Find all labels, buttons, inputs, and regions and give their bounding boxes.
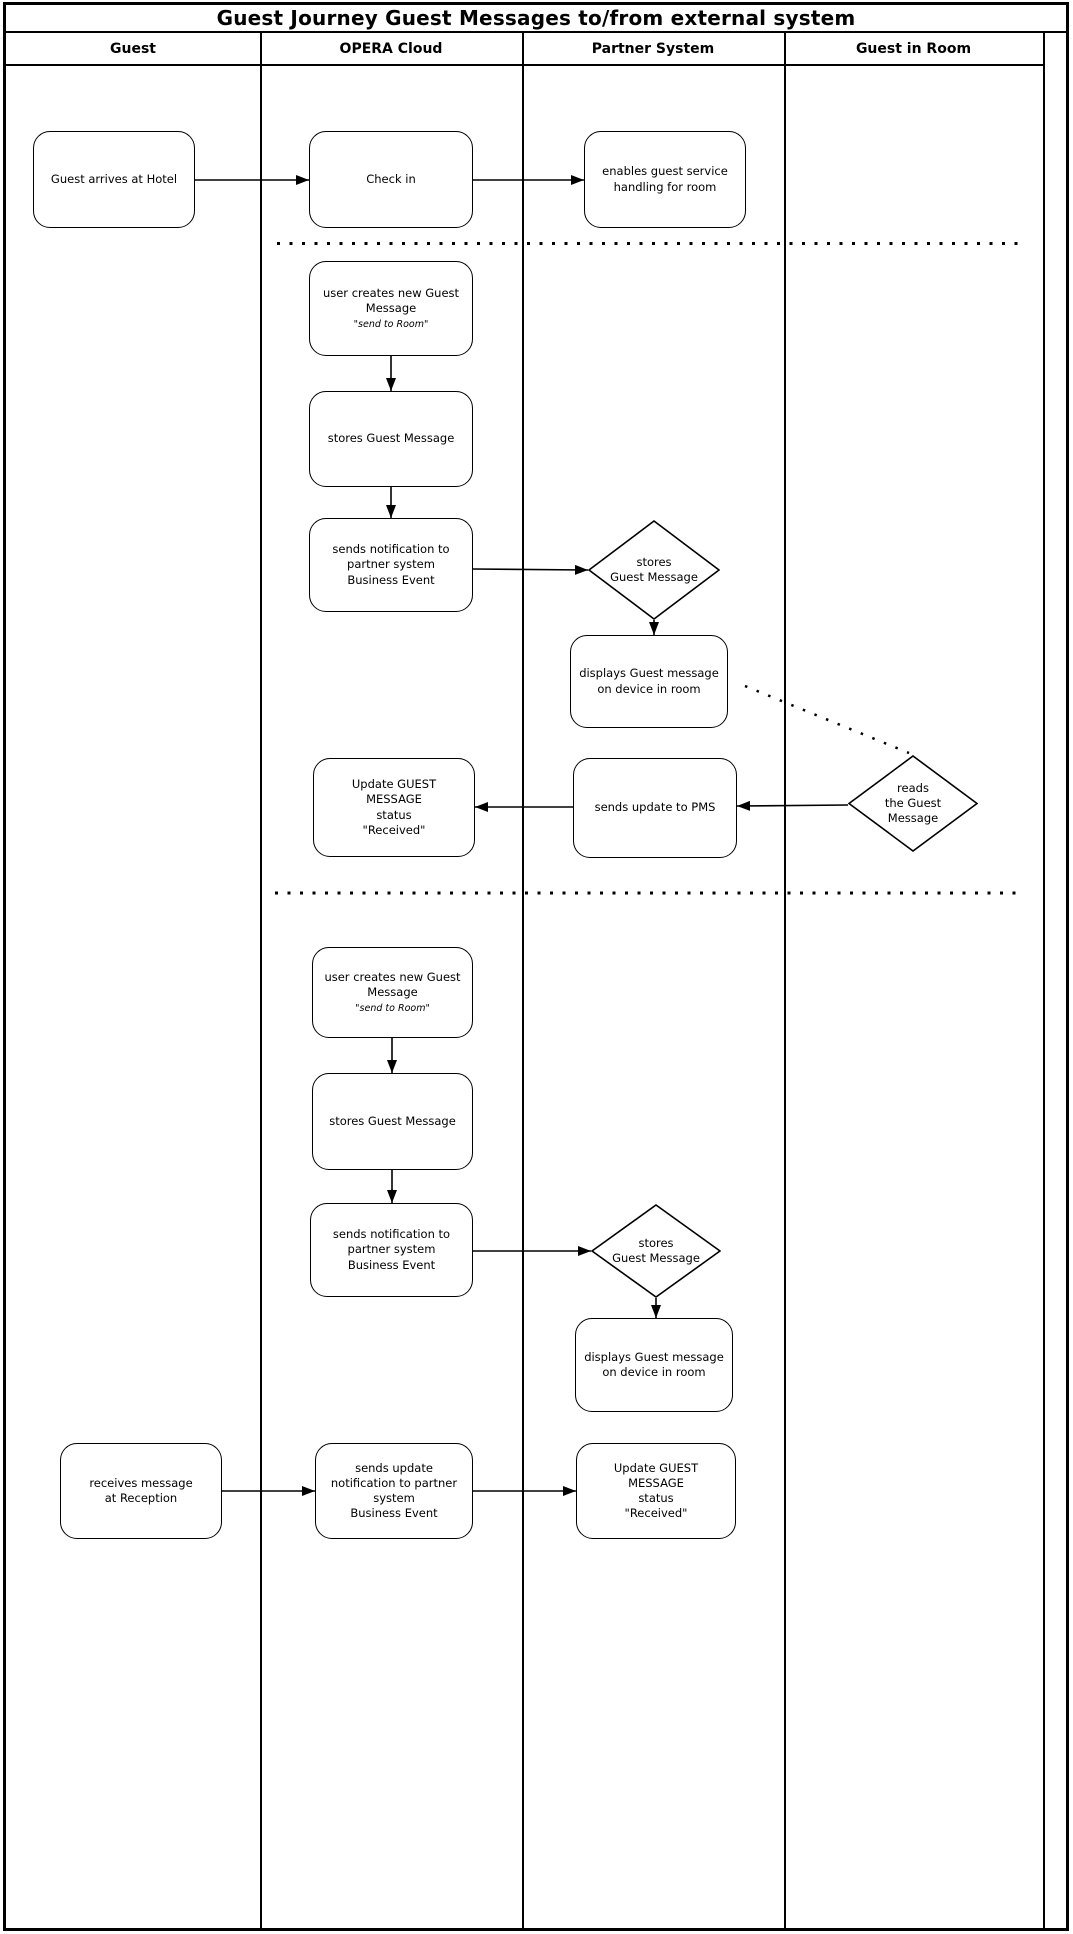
node-receives-at-reception: receives message at Reception (60, 1443, 222, 1539)
diamond-shape (588, 520, 720, 620)
node-partner-stores-message-1: stores Guest Message (588, 520, 720, 620)
dotted-link-display-to-reads (744, 684, 910, 755)
diagram-title: Guest Journey Guest Messages to/from ext… (216, 5, 856, 30)
node-label: stores Guest Message (612, 1235, 700, 1265)
title-separator-line (4, 31, 1068, 33)
lane-header-opera-cloud: OPERA Cloud (339, 40, 443, 57)
node-create-message-1: user creates new Guest Message "send to … (309, 261, 473, 356)
node-label: sends notification to partner system Bus… (332, 1227, 451, 1272)
node-enables-service: enables guest service handling for room (584, 131, 746, 228)
lane-line-right-margin (1043, 31, 1045, 1928)
lane-line-guest-opera (260, 31, 262, 1928)
node-label: displays Guest message on device in room (584, 1349, 724, 1379)
node-create-message-2: user creates new Guest Message "send to … (312, 947, 473, 1038)
lane-header-guest: Guest (110, 40, 156, 57)
node-label: stores Guest Message (329, 1113, 456, 1128)
lane-line-opera-partner (522, 31, 524, 1928)
node-displays-message-2: displays Guest message on device in room (575, 1318, 733, 1412)
node-stores-message-2: stores Guest Message (312, 1073, 473, 1170)
node-label: user creates new Guest Message (322, 285, 460, 315)
node-label: sends update notification to partner sys… (330, 1460, 458, 1521)
diamond-shape (848, 755, 978, 852)
node-label: user creates new Guest Message (324, 969, 461, 999)
node-sends-notification-2: sends notification to partner system Bus… (310, 1203, 473, 1297)
lane-header-guest-in-room: Guest in Room (855, 40, 972, 57)
node-label: receives message at Reception (89, 1475, 193, 1505)
node-label: Check in (366, 171, 416, 186)
node-update-status-2: Update GUEST MESSAGE status "Received" (576, 1443, 736, 1539)
node-note: "send to Room" (355, 1002, 430, 1014)
node-note: "send to Room" (353, 318, 429, 330)
node-label: sends update to PMS (594, 800, 716, 815)
lane-header-partner-system: Partner System (591, 40, 715, 57)
lane-line-partner-room (784, 31, 786, 1928)
node-sends-update-to-pms: sends update to PMS (573, 758, 737, 858)
node-guest-arrives: Guest arrives at Hotel (33, 131, 195, 228)
node-sends-notification-1: sends notification to partner system Bus… (309, 518, 473, 612)
node-check-in: Check in (309, 131, 473, 228)
node-label: enables guest service handling for room (602, 164, 728, 194)
node-stores-message-1: stores Guest Message (309, 391, 473, 487)
node-label: stores Guest Message (610, 554, 698, 584)
node-displays-message-1: displays Guest message on device in room (570, 635, 728, 728)
arrow-notify1-to-partnerstores1 (472, 564, 589, 575)
node-label: reads the Guest Message (884, 780, 942, 826)
node-partner-stores-message-2: stores Guest Message (591, 1204, 721, 1298)
diagram-border (3, 2, 1069, 1931)
node-label: Guest arrives at Hotel (50, 171, 178, 186)
header-separator-line (4, 64, 1045, 66)
node-label: stores Guest Message (327, 431, 455, 446)
node-reads-guest-message: reads the Guest Message (848, 755, 978, 852)
node-update-status-1: Update GUEST MESSAGE status "Received" (313, 758, 475, 857)
node-sends-update-notification: sends update notification to partner sys… (315, 1443, 473, 1539)
diamond-shape (591, 1204, 721, 1298)
node-label: Update GUEST MESSAGE status "Received" (351, 777, 437, 837)
arrow-reads-to-updatepms (736, 800, 849, 811)
node-label: sends notification to partner system Bus… (332, 542, 450, 587)
node-label: displays Guest message on device in room (579, 666, 719, 696)
node-label: Update GUEST MESSAGE status "Received" (613, 1460, 699, 1521)
